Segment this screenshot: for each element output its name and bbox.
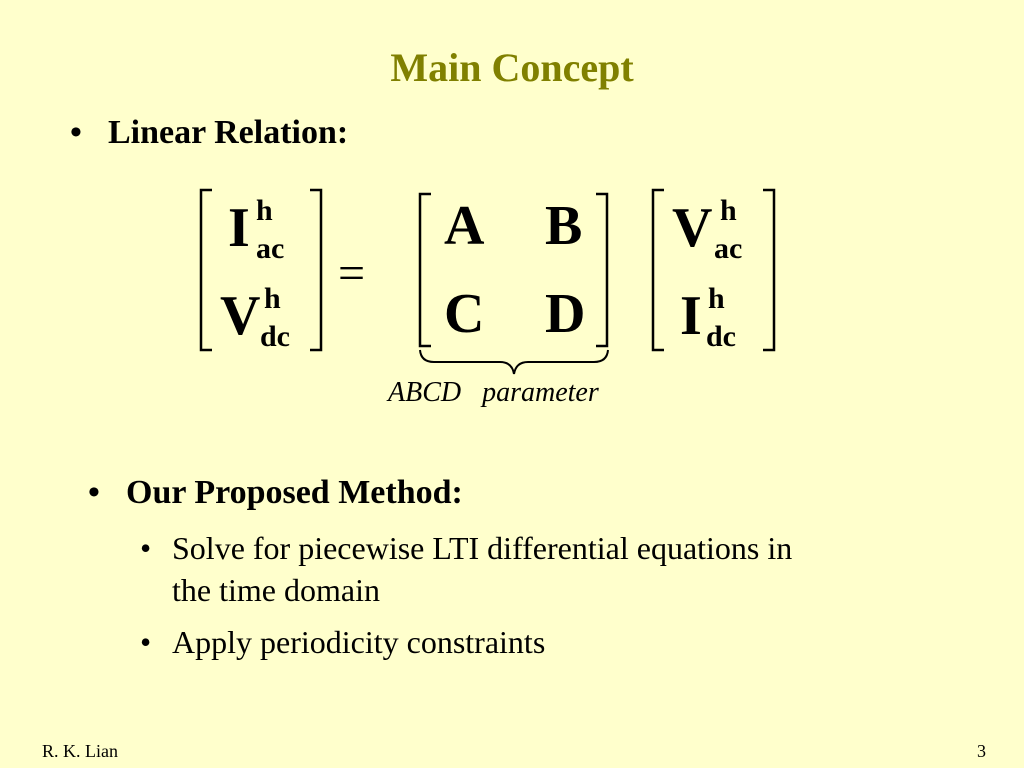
sub-bullet-solve: • Solve for piecewise LTI differential e… <box>140 530 960 567</box>
lhs-right-bracket <box>310 188 323 352</box>
rhs-row2-sup: h <box>708 282 725 315</box>
matrix-left-bracket <box>418 192 431 348</box>
bullet-dot: • <box>88 474 100 511</box>
abcd-parameter-label: ABCD parameter <box>388 377 599 409</box>
bullet-linear-relation: • Linear Relation: <box>70 114 348 152</box>
rhs-left-bracket <box>651 188 664 352</box>
rhs-row2-base: I <box>680 285 702 347</box>
matrix-entry-d: D <box>545 283 586 345</box>
matrix-entry-a: A <box>444 195 485 257</box>
lhs-row2-base: V <box>220 285 261 347</box>
brace-label-abcd: ABCD <box>388 377 462 408</box>
lhs-row1-sub: ac <box>256 232 285 265</box>
rhs-row1-sup: h <box>720 194 737 227</box>
brace-label-parameter: parameter <box>482 377 599 408</box>
bullet-proposed-method: • Our Proposed Method: <box>88 474 463 512</box>
lhs-row1-sup: h <box>256 194 273 227</box>
equals-sign: = <box>338 247 366 300</box>
rhs-row1-base: V <box>672 197 713 259</box>
sub-bullet-solve-line1: Solve for piecewise LTI differential equ… <box>172 530 793 566</box>
slide-title: Main Concept <box>390 45 634 90</box>
rhs-row2-sub: dc <box>706 320 736 353</box>
matrix-entry-b: B <box>545 195 583 257</box>
rhs-row1-sub: ac <box>714 232 743 265</box>
sub-bullet-periodicity-text: Apply periodicity constraints <box>172 624 546 660</box>
rhs-right-bracket <box>763 188 776 352</box>
sub-bullet-periodicity: • Apply periodicity constraints <box>140 624 960 661</box>
linear-relation-label: Linear Relation: <box>108 114 349 151</box>
proposed-method-label: Our Proposed Method: <box>126 474 463 511</box>
lhs-left-bracket <box>199 188 212 352</box>
underbrace <box>419 349 609 375</box>
lhs-row1-base: I <box>228 197 250 259</box>
bullet-dot: • <box>70 114 82 151</box>
sub-bullet-dot: • <box>140 624 152 660</box>
sub-bullet-solve-line2: the time domain <box>172 572 380 608</box>
sub-bullet-dot: • <box>140 530 152 566</box>
matrix-entry-c: C <box>444 283 485 345</box>
footer-author: R. K. Lian <box>42 741 118 761</box>
lhs-row2-sup: h <box>264 282 281 315</box>
matrix-right-bracket <box>596 192 609 348</box>
lhs-row2-sub: dc <box>260 320 290 353</box>
page-number: 3 <box>977 741 986 761</box>
